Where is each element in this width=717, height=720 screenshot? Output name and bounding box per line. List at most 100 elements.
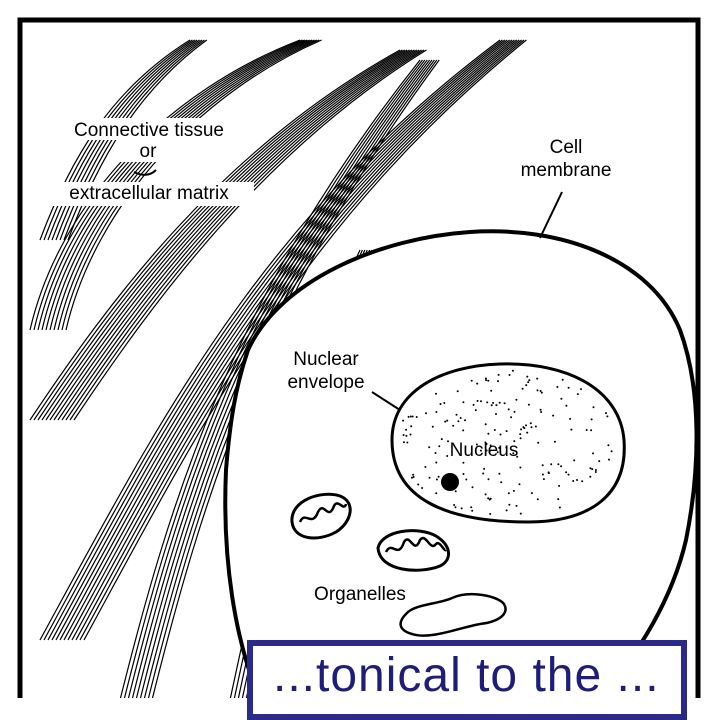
stipple-dot — [413, 476, 415, 478]
stipple-dot — [569, 418, 571, 420]
stipple-dot — [550, 463, 552, 465]
stipple-dot — [537, 498, 539, 500]
stipple-dot — [494, 429, 496, 431]
stipple-dot — [421, 487, 423, 489]
stipple-dot — [519, 467, 521, 469]
stipple-dot — [487, 497, 489, 499]
stipple-dot — [435, 411, 437, 413]
stipple-dot — [541, 392, 543, 394]
stipple-dot — [432, 426, 434, 428]
stipple-dot — [495, 404, 497, 406]
stipple-dot — [514, 411, 516, 413]
stipple-dot — [548, 471, 550, 473]
stipple-dot — [408, 416, 410, 418]
stipple-dot — [537, 442, 539, 444]
stipple-dot — [586, 429, 588, 431]
stipple-dot — [485, 423, 487, 425]
stipple-dot — [424, 466, 426, 468]
stipple-dot — [560, 398, 562, 400]
stipple-dot — [540, 409, 542, 411]
stipple-dot — [540, 411, 542, 413]
stipple-dot — [520, 437, 522, 439]
stipple-dot — [457, 420, 459, 422]
stipple-dot — [435, 462, 437, 464]
stipple-dot — [441, 438, 443, 440]
stipple-dot — [508, 492, 510, 494]
stipple-dot — [522, 388, 524, 390]
stipple-dot — [525, 424, 527, 426]
stipple-dot — [477, 400, 479, 402]
stipple-dot — [491, 404, 493, 406]
stipple-dot — [595, 469, 597, 471]
stipple-dot — [554, 441, 556, 443]
caption-text: ...tonical to the ... — [273, 648, 660, 703]
stipple-dot — [410, 434, 412, 436]
stipple-dot — [453, 504, 455, 506]
stipple-dot — [605, 412, 607, 414]
stipple-dot — [530, 422, 532, 424]
stipple-dot — [581, 480, 583, 482]
nucleolus — [441, 473, 459, 491]
stipple-dot — [435, 393, 437, 395]
stipple-dot — [598, 460, 600, 462]
stipple-dot — [542, 464, 544, 466]
stipple-dot — [509, 374, 511, 376]
stipple-dot — [444, 421, 446, 423]
stipple-dot — [498, 473, 500, 475]
stipple-dot — [440, 403, 442, 405]
stipple-dot — [508, 504, 510, 506]
stipple-dot — [473, 404, 475, 406]
stipple-dot — [436, 479, 438, 481]
stipple-dot — [465, 479, 467, 481]
stipple-dot — [429, 477, 431, 479]
tissue-label-arrow — [134, 170, 156, 175]
stipple-dot — [463, 473, 465, 475]
stipple-dot — [482, 473, 484, 475]
stipple-dot — [562, 379, 564, 381]
stipple-dot — [443, 402, 445, 404]
stipple-dot — [402, 420, 404, 422]
stipple-dot — [595, 471, 597, 473]
stipple-dot — [435, 492, 437, 494]
stipple-dot — [456, 414, 458, 416]
stipple-dot — [416, 416, 418, 418]
stipple-dot — [472, 486, 474, 488]
stipple-dot — [403, 441, 405, 443]
stipple-dot — [591, 468, 593, 470]
stipple-dot — [526, 432, 528, 434]
stipple-dot — [510, 416, 512, 418]
stipple-dot — [485, 493, 487, 495]
stipple-dot — [495, 413, 497, 415]
stipple-dot — [487, 380, 489, 382]
stipple-dot — [513, 490, 515, 492]
stipple-dot — [504, 402, 506, 404]
stipple-dot — [526, 376, 528, 378]
stipple-dot — [560, 465, 562, 467]
stipple-dot — [438, 445, 440, 447]
cell-diagram-figure: Connective tissue or extracellular matri… — [0, 0, 717, 698]
stipple-dot — [592, 452, 594, 454]
stipple-dot — [480, 400, 482, 402]
stipple-dot — [497, 380, 499, 382]
label-connective-tissue: Connective tissue — [74, 120, 224, 141]
stipple-dot — [515, 399, 517, 401]
stipple-dot — [488, 478, 490, 480]
stipple-dot — [557, 463, 559, 465]
stipple-dot — [470, 506, 472, 508]
stipple-dot — [552, 415, 554, 417]
stipple-dot — [520, 428, 522, 430]
stipple-dot — [591, 418, 593, 420]
stipple-dot — [543, 478, 545, 480]
stipple-dot — [486, 401, 488, 403]
stipple-dot — [410, 416, 412, 418]
label-extracellular-matrix: extracellular matrix — [69, 183, 229, 204]
stipple-dot — [559, 507, 561, 509]
stipple-dot — [405, 435, 407, 437]
stipple-dot — [535, 426, 537, 428]
stipple-dot — [457, 390, 459, 392]
stipple-dot — [428, 446, 430, 448]
stipple-dot — [516, 505, 518, 507]
stipple-dot — [462, 429, 464, 431]
stipple-dot — [558, 485, 560, 487]
stipple-dot — [425, 412, 427, 414]
